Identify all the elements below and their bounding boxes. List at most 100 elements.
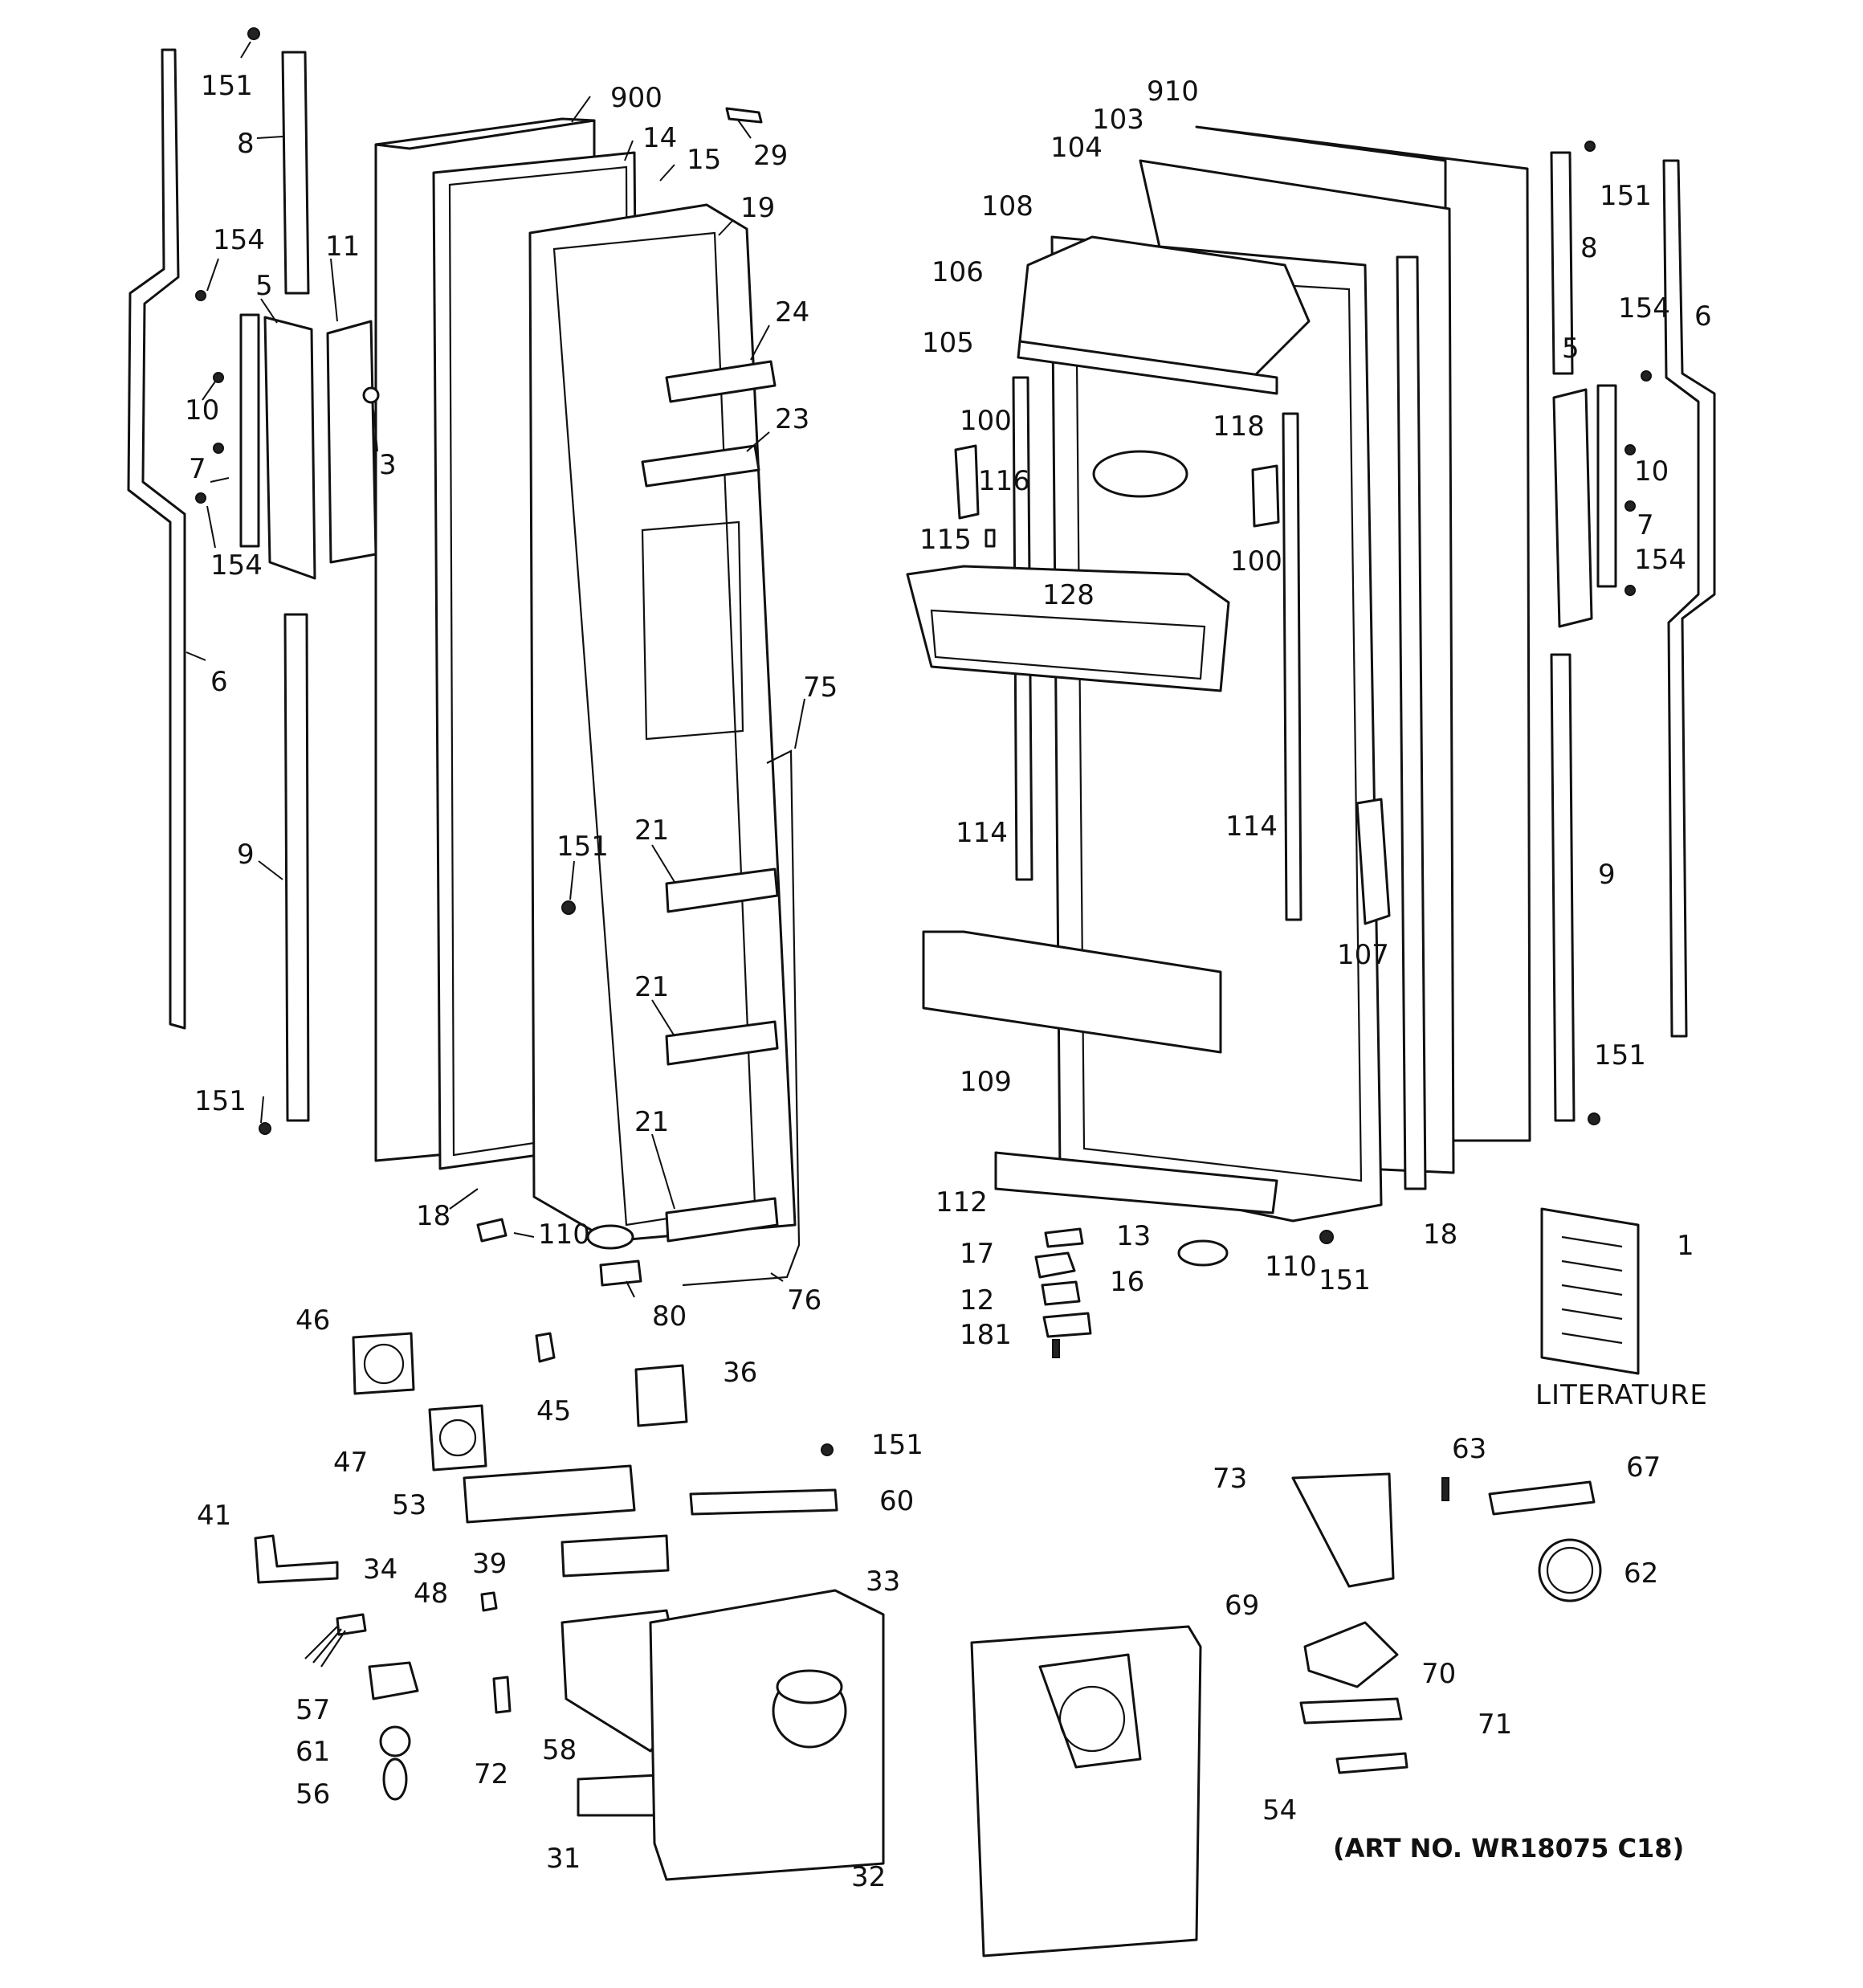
left-gasket-strip (127, 48, 186, 1030)
part-label: 100 (1230, 545, 1282, 578)
part-label: 6 (210, 666, 228, 698)
part-label: 154 (1634, 544, 1686, 576)
part-label: 54 (1262, 1794, 1297, 1827)
part-label: 41 (197, 1500, 231, 1532)
part-label: 151 (1594, 1039, 1646, 1072)
part-label: 21 (634, 1106, 669, 1138)
part-label: 106 (932, 256, 984, 288)
right-door-top-cover (1017, 235, 1311, 395)
part-label: 100 (960, 405, 1012, 437)
part-label: 108 (981, 190, 1033, 222)
art-number-label: (ART NO. WR18075 C18) (1333, 1833, 1684, 1863)
part-label: 19 (740, 192, 775, 224)
right-oval-lid (1092, 450, 1188, 498)
part-label: 13 (1116, 1220, 1151, 1252)
part-label: 151 (1600, 180, 1652, 212)
left-misc-small-parts (195, 27, 763, 1287)
part-label: 128 (1042, 579, 1095, 611)
part-label: 11 (325, 231, 360, 263)
part-label: 110 (1265, 1251, 1317, 1283)
water-tube (682, 749, 801, 1287)
literature-booklet (1540, 141, 1652, 1375)
part-label: 154 (213, 224, 265, 256)
dispenser-cover-and-chute (970, 1472, 1602, 1957)
part-label: 151 (1319, 1264, 1371, 1296)
part-labels: 151 8 900 14 15 29 154 5 11 10 3 7 154 6… (185, 70, 1712, 1893)
part-label: 900 (610, 82, 662, 114)
part-label: 47 (333, 1447, 368, 1479)
part-label: 75 (803, 672, 838, 704)
part-label: 5 (255, 270, 273, 302)
part-label: 63 (1452, 1433, 1486, 1465)
right-dairy-bin (906, 565, 1230, 692)
right-misc-small-parts (954, 444, 1391, 1358)
part-label: 14 (642, 122, 677, 154)
part-label: 71 (1478, 1708, 1512, 1741)
part-label: 23 (775, 403, 809, 435)
part-label: 105 (922, 327, 974, 359)
part-label: 9 (1598, 859, 1616, 891)
part-label: 5 (1562, 333, 1580, 365)
part-label: 8 (1580, 232, 1598, 264)
part-label: 39 (472, 1548, 507, 1580)
part-label: 7 (189, 453, 206, 485)
leader-lines (185, 41, 805, 1298)
part-label: 58 (542, 1734, 577, 1766)
part-label: 72 (474, 1758, 508, 1790)
part-label: 151 (556, 831, 609, 863)
part-label: 53 (392, 1489, 426, 1521)
left-handle-bracket (326, 320, 377, 564)
part-label: 57 (296, 1694, 330, 1726)
part-label: 69 (1225, 1590, 1259, 1622)
right-trim-strip-bottom (1550, 653, 1576, 1122)
part-label: 62 (1624, 1557, 1658, 1590)
right-gasket-strip (1662, 159, 1716, 1038)
part-label: 181 (960, 1319, 1012, 1351)
left-handle (239, 313, 316, 580)
dispenser-main-housing (561, 1589, 885, 1881)
part-label: 60 (879, 1485, 914, 1517)
part-label: 154 (1618, 292, 1670, 325)
dispenser-left-parts (254, 1332, 838, 1801)
left-trim-strip-top (281, 51, 310, 295)
part-label: 80 (652, 1300, 687, 1333)
part-label: 910 (1147, 76, 1199, 108)
part-label: 151 (201, 70, 253, 102)
part-label: 104 (1050, 132, 1103, 164)
part-label: 103 (1092, 104, 1144, 136)
part-label: 6 (1694, 300, 1712, 333)
part-label: 17 (960, 1238, 994, 1270)
part-label: 118 (1213, 410, 1265, 443)
part-label: 7 (1637, 509, 1654, 541)
part-label: 48 (414, 1578, 448, 1610)
right-trim-strip-top (1550, 151, 1574, 375)
right-handle (1552, 384, 1617, 628)
part-label: 56 (296, 1778, 330, 1810)
part-label: 110 (538, 1219, 590, 1251)
left-door-liner (528, 203, 797, 1243)
part-label: 32 (851, 1861, 886, 1893)
part-label: 31 (546, 1843, 581, 1875)
part-label: 36 (723, 1357, 757, 1389)
part-label: 114 (1225, 810, 1278, 843)
part-label: 18 (1423, 1219, 1457, 1251)
left-door-shelves (641, 360, 779, 1243)
part-label: 12 (960, 1284, 994, 1316)
part-label: 112 (936, 1186, 988, 1219)
right-bottom-rail (994, 1151, 1278, 1214)
part-label: 76 (787, 1284, 821, 1316)
part-label: 154 (210, 549, 263, 582)
part-label: 107 (1337, 939, 1389, 971)
part-label: 8 (237, 128, 255, 160)
part-label: 16 (1110, 1266, 1144, 1298)
part-label: 34 (363, 1553, 397, 1586)
part-label: 10 (1634, 455, 1669, 488)
part-label: 67 (1626, 1451, 1661, 1484)
part-label: 3 (379, 449, 397, 481)
part-label: 24 (775, 296, 809, 329)
part-label: 1 (1677, 1230, 1694, 1262)
part-label: 21 (634, 971, 669, 1003)
right-door-bin (922, 930, 1222, 1054)
part-label: 21 (634, 814, 669, 847)
